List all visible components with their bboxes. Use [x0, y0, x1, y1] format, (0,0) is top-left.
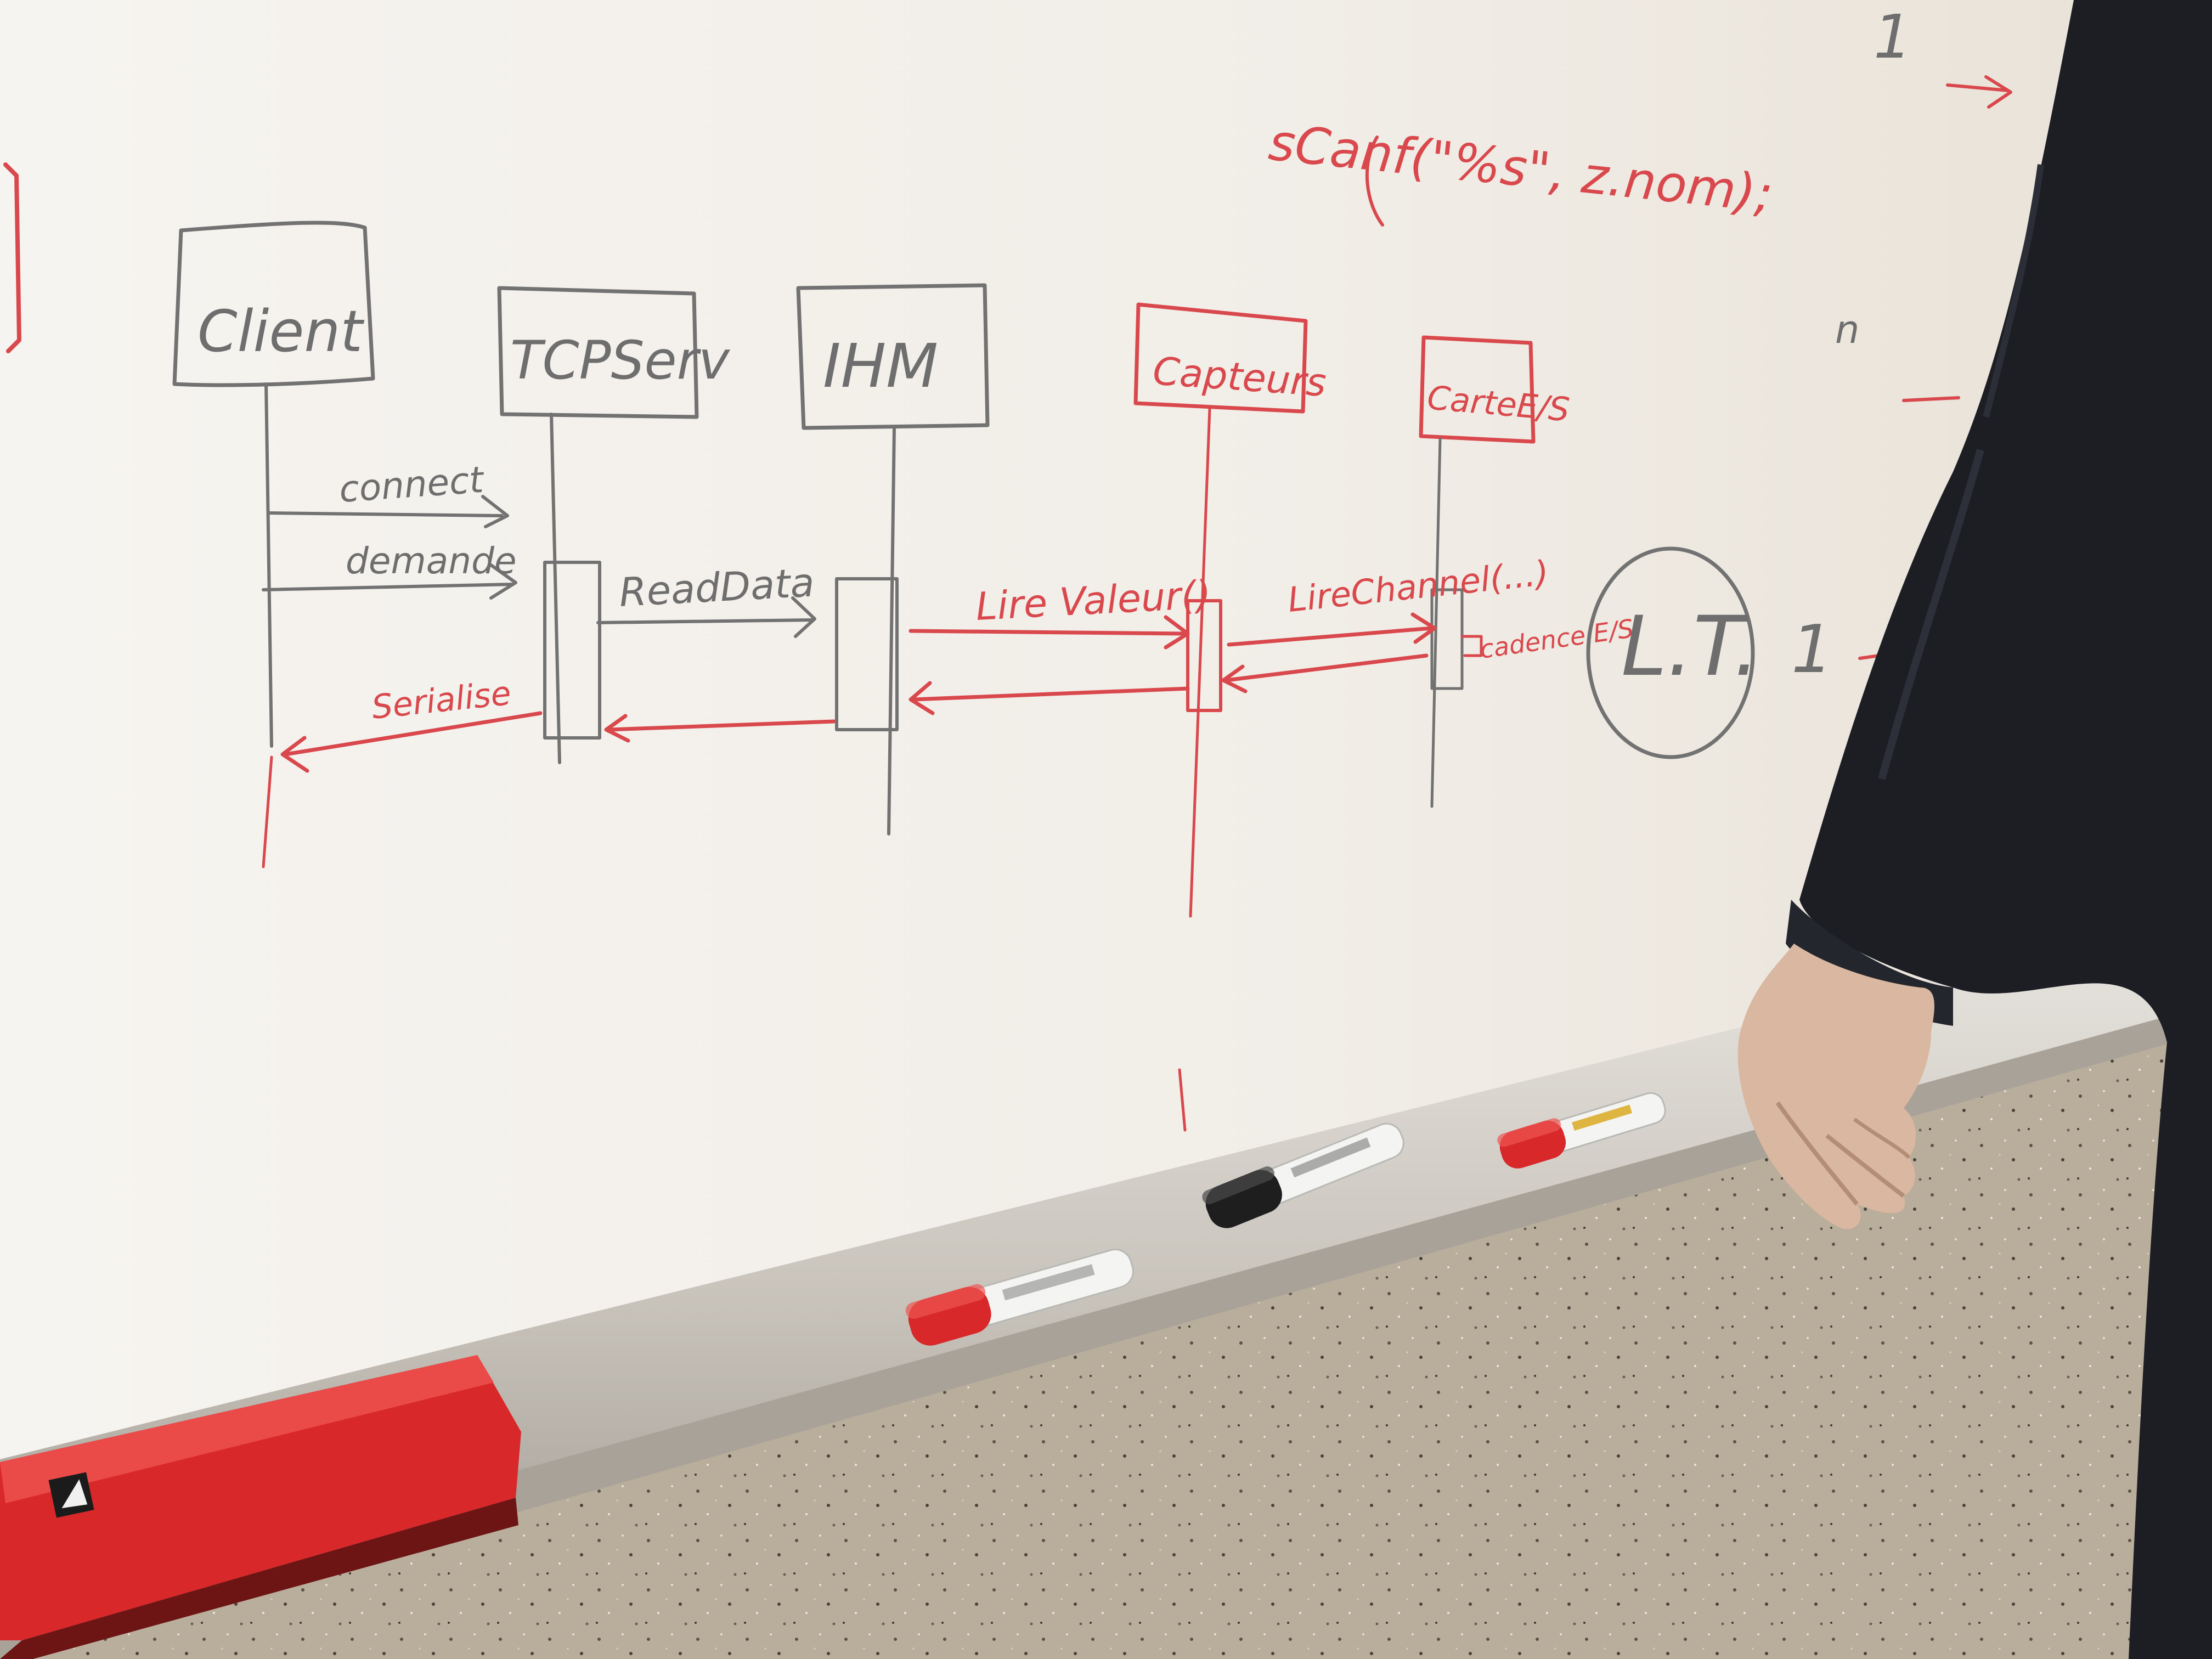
ihm-activation: [835, 577, 899, 731]
lirechannel-arrow: [1227, 612, 1437, 647]
left-red-bracket: [3, 162, 21, 353]
capteurs-lifeline-extension: [1178, 1068, 1187, 1132]
sequence-diagram: [3, 75, 2012, 1132]
message-label-connect: connect: [338, 459, 486, 511]
client-lifeline: [264, 382, 273, 748]
red-marker-right[interactable]: [1496, 1086, 1669, 1173]
lifeline-label-ihm: IHM: [823, 331, 938, 401]
ihm-box: [796, 283, 990, 430]
lirevaleur-arrow: [909, 615, 1190, 650]
person-hand: [1737, 944, 1934, 1229]
carte-lifeline: [1430, 437, 1442, 808]
tcpserv-activation: [543, 561, 601, 740]
capteurs-box: [1133, 302, 1308, 414]
red-marker-left[interactable]: [904, 1242, 1138, 1350]
margin-mark-n: n: [1835, 307, 1859, 352]
lifeline-label-client: Client: [198, 298, 364, 365]
connect-arrow: [267, 495, 509, 528]
whiteboard-surface: [0, 0, 2212, 1459]
circle-label: L.T.: [1621, 599, 1760, 695]
carte-return-arrow: [1221, 653, 1429, 693]
tray-lip: [0, 1004, 2212, 1659]
capteurs-lifeline: [1189, 407, 1211, 918]
lt-circle: [1586, 546, 1755, 759]
tcpserv-box: [497, 286, 699, 419]
client-red-lifeline: [262, 755, 273, 868]
tcpserv-lifeline: [550, 413, 561, 764]
carte-activation: [1430, 588, 1464, 690]
code-bracket: [1365, 136, 1384, 227]
message-label-demande: demande: [346, 540, 517, 582]
serialise-return-arrow: [280, 711, 543, 773]
cadence-self-arrow: [1460, 635, 1483, 657]
carte-box: [1419, 335, 1536, 444]
lifeline-label-tcpserv: TCPServ: [510, 330, 730, 391]
black-marker[interactable]: [1200, 1115, 1409, 1234]
ihm-return-arrow: [604, 714, 836, 743]
right-red-arrow-top: [1946, 75, 2012, 109]
ihm-lifeline: [887, 426, 896, 836]
capteurs-return-arrow: [909, 681, 1190, 715]
board-eraser[interactable]: [0, 1355, 521, 1659]
right-red-arrow-mid: [1902, 396, 1960, 402]
margin-mark-top: 1: [1874, 2, 1912, 72]
capteurs-activation: [1186, 599, 1222, 712]
client-box: [172, 221, 375, 387]
margin-mark-mid: 1: [1791, 612, 1833, 688]
readdata-arrow: [596, 596, 816, 638]
demande-arrow: [262, 563, 517, 600]
message-label-readdata: ReadData: [618, 559, 815, 616]
